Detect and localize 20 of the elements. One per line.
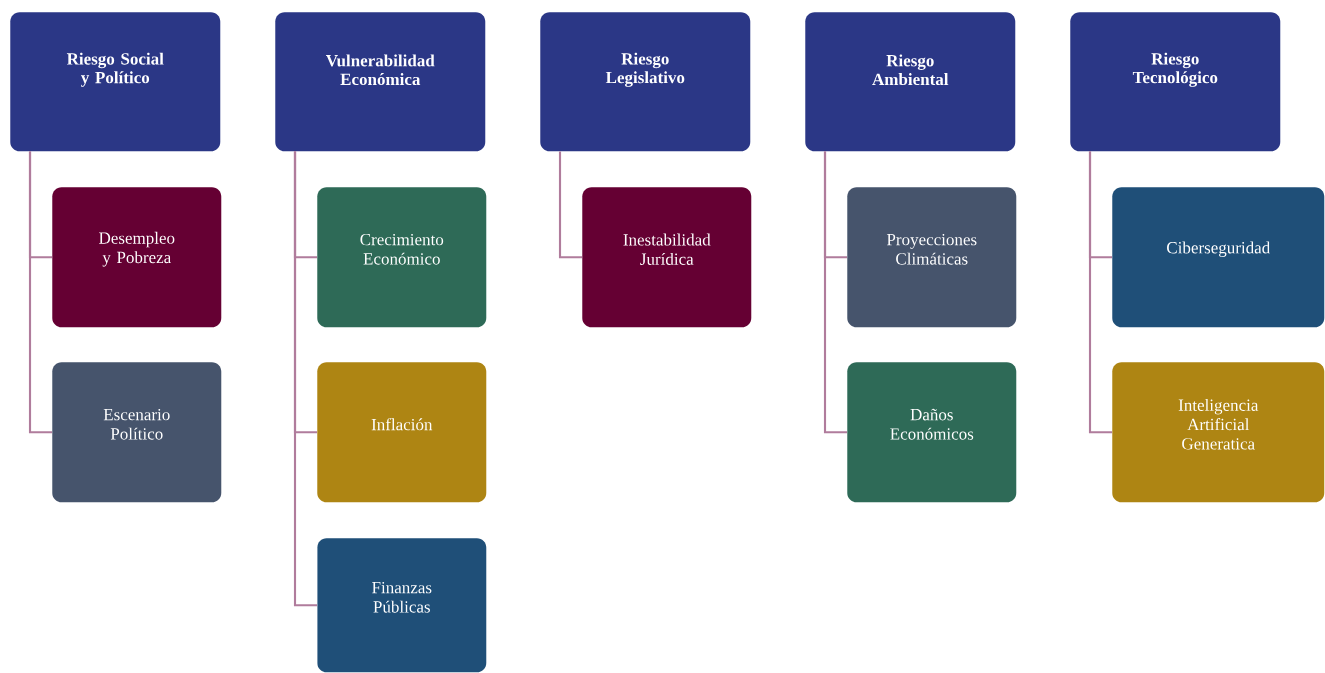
subcategory-box: Inflación: [317, 362, 487, 503]
connector-line: [28, 151, 52, 434]
category-box: Riesgo Tecnológico: [1070, 12, 1281, 152]
subcategory-box: Finanzas Públicas: [317, 538, 487, 673]
subcategory-box: Inestabilidad Jurídica: [582, 187, 752, 328]
subcategory-box: Daños Económicos: [847, 362, 1017, 503]
category-box: Vulnerabilidad Económica: [275, 12, 486, 152]
connector-line: [293, 151, 317, 607]
category-box: Riesgo Ambiental: [805, 12, 1016, 152]
subcategory-box: Escenario Político: [52, 362, 222, 503]
category-box: Riesgo Social y Político: [10, 12, 221, 152]
subcategory-box: Proyecciones Climáticas: [847, 187, 1017, 328]
subcategory-box: Inteligencia Artificial Generatica: [1112, 362, 1325, 503]
subcategory-box: Desempleo y Pobreza: [52, 187, 222, 328]
category-box: Riesgo Legislativo: [540, 12, 751, 152]
connector-line: [558, 151, 582, 259]
connector-line: [823, 151, 847, 434]
subcategory-box: Crecimiento Económico: [317, 187, 487, 328]
connector-line: [1088, 151, 1112, 434]
subcategory-box: Ciberseguridad: [1112, 187, 1325, 328]
